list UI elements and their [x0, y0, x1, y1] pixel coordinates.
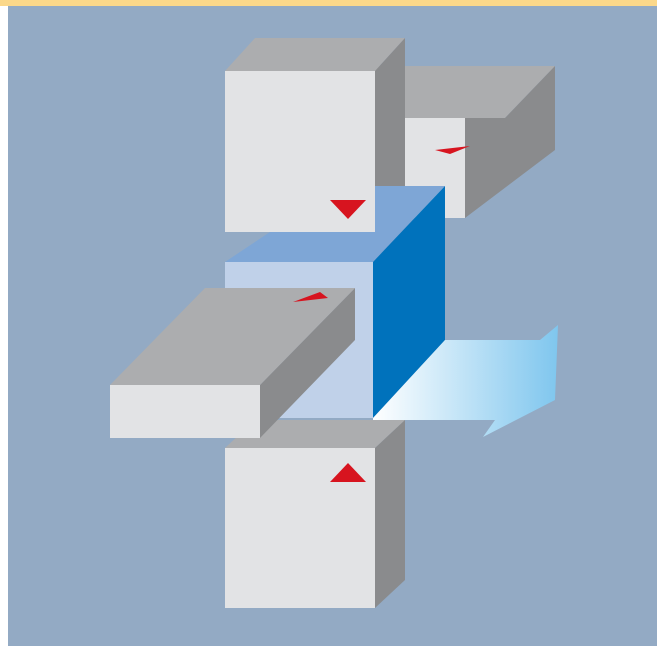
- upper-punch-top: [225, 38, 405, 71]
- up-arrow-marker: [330, 463, 366, 482]
- upper-punch-side: [375, 38, 405, 232]
- lower-punch-side: [375, 420, 405, 608]
- lower-punch: [225, 420, 405, 608]
- top-band: [0, 0, 657, 6]
- front-punch-front: [110, 385, 260, 438]
- front-punch: [110, 288, 355, 438]
- front-punch-side: [260, 288, 355, 438]
- upper-punch: [225, 38, 405, 232]
- cube-top-face: [225, 186, 445, 262]
- down-arrow-marker: [330, 200, 366, 219]
- cube-side-face: [373, 186, 445, 418]
- rear-punch-side: [465, 66, 555, 218]
- left-arrow-marker: [435, 146, 470, 154]
- lower-punch-front: [225, 448, 375, 608]
- upper-punch-front: [225, 71, 375, 232]
- front-punch-top: [110, 288, 355, 385]
- right-arrow-marker: [293, 292, 328, 302]
- flow-arrow: [373, 325, 558, 437]
